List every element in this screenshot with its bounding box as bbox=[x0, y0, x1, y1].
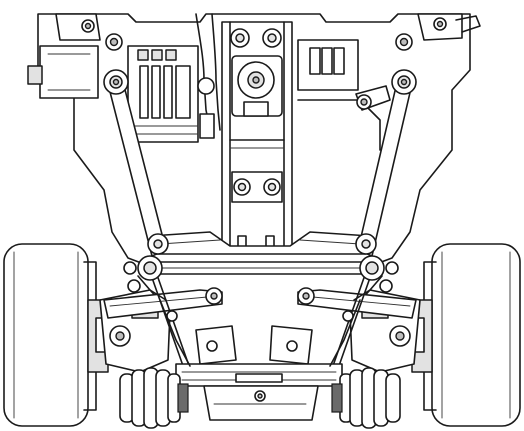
lower-links bbox=[159, 299, 361, 367]
left-lower-control-arm bbox=[103, 287, 223, 319]
right-tie-rod bbox=[327, 271, 373, 381]
left-wheel bbox=[3, 243, 119, 427]
right-lower-control-arm bbox=[297, 287, 417, 319]
right-strut bbox=[355, 69, 417, 257]
right-wheel bbox=[401, 243, 521, 427]
steering-rack bbox=[175, 325, 343, 421]
engine-block bbox=[27, 13, 481, 271]
right-steering-boot bbox=[331, 367, 401, 429]
stabilizer-bar bbox=[123, 255, 399, 301]
left-strut bbox=[103, 69, 169, 257]
left-steering-boot bbox=[119, 367, 189, 429]
